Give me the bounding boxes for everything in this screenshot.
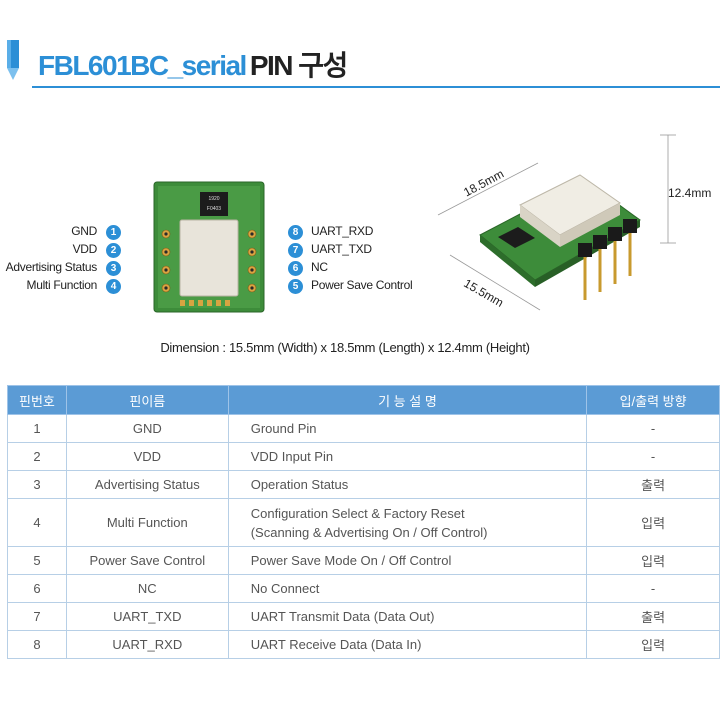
pin-description: Ground Pin — [227, 414, 588, 443]
pin-number: 5 — [7, 546, 67, 575]
pin-label-2: VDD — [72, 242, 98, 256]
pin-direction: - — [586, 442, 720, 471]
pin-name: Power Save Control — [65, 546, 229, 575]
dimension-caption: Dimension : 15.5mm (Width) x 18.5mm (Len… — [160, 340, 530, 355]
title-model: FBL601BC_serial — [38, 50, 247, 81]
pin-number: 3 — [7, 470, 67, 499]
title-divider — [32, 86, 720, 88]
pin-label-3: Advertising Status — [5, 260, 98, 274]
module-figure: 1920 F0403 GND 1 VDD 2 Advertising Statu… — [0, 110, 725, 370]
table-row: 1 GND Ground Pin - — [7, 414, 720, 443]
module-top-view-image: 1920 F0403 — [153, 181, 265, 313]
pin-name: NC — [65, 574, 229, 603]
pin-label-1: GND — [71, 224, 97, 238]
pin-label-8: UART_RXD — [311, 224, 374, 238]
pin-description: UART Transmit Data (Data Out) — [227, 602, 588, 631]
pin-description: VDD Input Pin — [227, 442, 588, 471]
pin-badge-5: 5 — [288, 279, 303, 294]
pin-direction: - — [586, 574, 720, 603]
col-header-description: 기 능 설 명 — [227, 385, 588, 415]
pin-direction: - — [586, 414, 720, 443]
pin-direction: 입력 — [586, 498, 720, 547]
pin-label-6: NC — [311, 260, 328, 274]
table-row: 8 UART_RXD UART Receive Data (Data In) 입… — [7, 630, 720, 659]
pin-badge-8: 8 — [288, 225, 303, 240]
table-row: 5 Power Save Control Power Save Mode On … — [7, 546, 720, 575]
pin-name: UART_TXD — [65, 602, 229, 631]
pin-description: Operation Status — [227, 470, 588, 499]
table-row: 6 NC No Connect - — [7, 574, 720, 603]
pin-name: UART_RXD — [65, 630, 229, 659]
pin-number: 7 — [7, 602, 67, 631]
pin-number: 1 — [7, 414, 67, 443]
pin-number: 4 — [7, 498, 67, 547]
pin-name: GND — [65, 414, 229, 443]
pin-number: 8 — [7, 630, 67, 659]
title-suffix: PIN 구성 — [249, 50, 348, 81]
table-row: 3 Advertising Status Operation Status 출력 — [7, 470, 720, 499]
chip-marking-1: 1920 — [208, 196, 219, 202]
pin-description: Power Save Mode On / Off Control — [227, 546, 588, 575]
pin-direction: 입력 — [586, 546, 720, 575]
chip-marking-2: F0403 — [207, 206, 221, 212]
pin-badge-1: 1 — [106, 225, 121, 240]
pin-label-5: Power Save Control — [311, 278, 413, 292]
table-row: 2 VDD VDD Input Pin - — [7, 442, 720, 471]
pin-badge-3: 3 — [106, 261, 121, 276]
pin-number: 2 — [7, 442, 67, 471]
pin-direction: 출력 — [586, 602, 720, 631]
pin-description: UART Receive Data (Data In) — [227, 630, 588, 659]
table-row: 4 Multi Function Configuration Select & … — [7, 498, 720, 547]
pin-badge-7: 7 — [288, 243, 303, 258]
pin-badge-6: 6 — [288, 261, 303, 276]
col-header-direction: 입/출력 방향 — [586, 385, 720, 415]
module-3d-view-image — [437, 134, 676, 311]
pin-description: No Connect — [227, 574, 588, 603]
pin-label-7: UART_TXD — [311, 242, 372, 256]
pin-direction: 입력 — [586, 630, 720, 659]
table-row: 7 UART_TXD UART Transmit Data (Data Out)… — [7, 602, 720, 631]
pin-direction: 출력 — [586, 470, 720, 499]
pin-name: Multi Function — [65, 498, 229, 547]
col-header-pin-name: 핀이름 — [65, 385, 229, 415]
pin-badge-2: 2 — [106, 243, 121, 258]
pencil-icon — [7, 40, 19, 80]
pin-number: 6 — [7, 574, 67, 603]
pin-table: 핀번호 핀이름 기 능 설 명 입/출력 방향 1 GND Ground Pin… — [7, 385, 720, 659]
pin-name: VDD — [65, 442, 229, 471]
pin-description: Configuration Select & Factory Reset (Sc… — [227, 498, 588, 547]
pin-label-4: Multi Function — [26, 278, 98, 292]
dimension-height-label: 12.4mm — [668, 186, 712, 200]
col-header-pin-number: 핀번호 — [7, 385, 67, 415]
table-header-row: 핀번호 핀이름 기 능 설 명 입/출력 방향 — [7, 385, 720, 415]
pin-badge-4: 4 — [106, 279, 121, 294]
pin-name: Advertising Status — [65, 470, 229, 499]
